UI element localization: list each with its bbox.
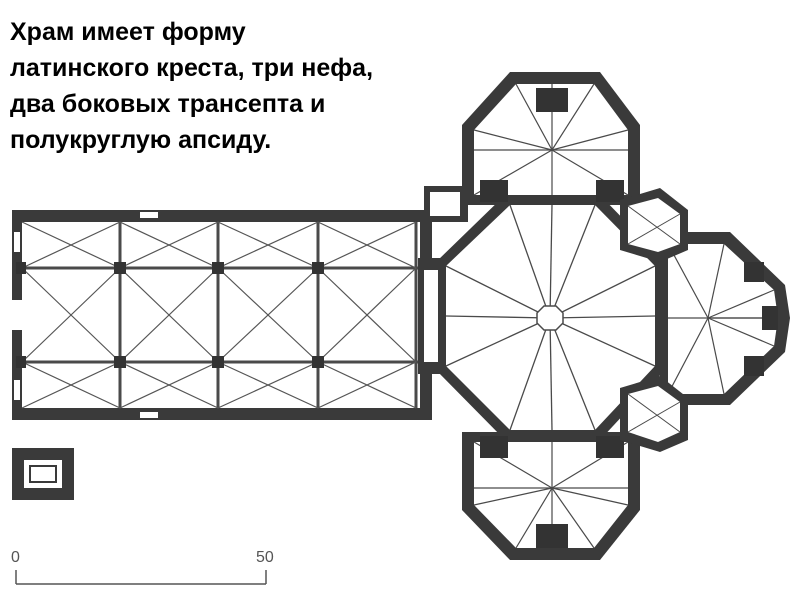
caption-line: Храм имеет форму bbox=[10, 18, 246, 46]
nave-windows bbox=[14, 212, 158, 418]
scale-end-label: 50 bbox=[256, 549, 274, 566]
caption-text: Храм имеет форму латинского креста, три … bbox=[10, 14, 470, 158]
north-transept-floor bbox=[474, 84, 628, 195]
detached-tower bbox=[12, 448, 74, 500]
dome-oculus bbox=[536, 305, 564, 331]
caption-line: полукруглую апсиду. bbox=[10, 126, 272, 154]
nave bbox=[12, 210, 432, 420]
dome-ribs bbox=[445, 204, 656, 431]
apse-ribs bbox=[667, 243, 778, 395]
south-transept-floor bbox=[474, 442, 628, 548]
north-transept bbox=[424, 72, 640, 222]
south-transept bbox=[462, 432, 640, 560]
south-transept-ribs bbox=[473, 441, 629, 549]
nave-vault-ribs bbox=[21, 221, 417, 409]
caption-line: два боковых трансепта и bbox=[10, 90, 326, 118]
caption-line: латинского креста, три нефа, bbox=[10, 54, 374, 82]
scale-start-label: 0 bbox=[11, 549, 20, 566]
west-portal bbox=[12, 300, 22, 330]
bay-dividers bbox=[118, 222, 418, 408]
crossing-octagon bbox=[418, 195, 665, 440]
east-apse bbox=[620, 188, 790, 452]
scale-bar bbox=[15, 570, 267, 585]
nave-piers bbox=[16, 262, 324, 368]
